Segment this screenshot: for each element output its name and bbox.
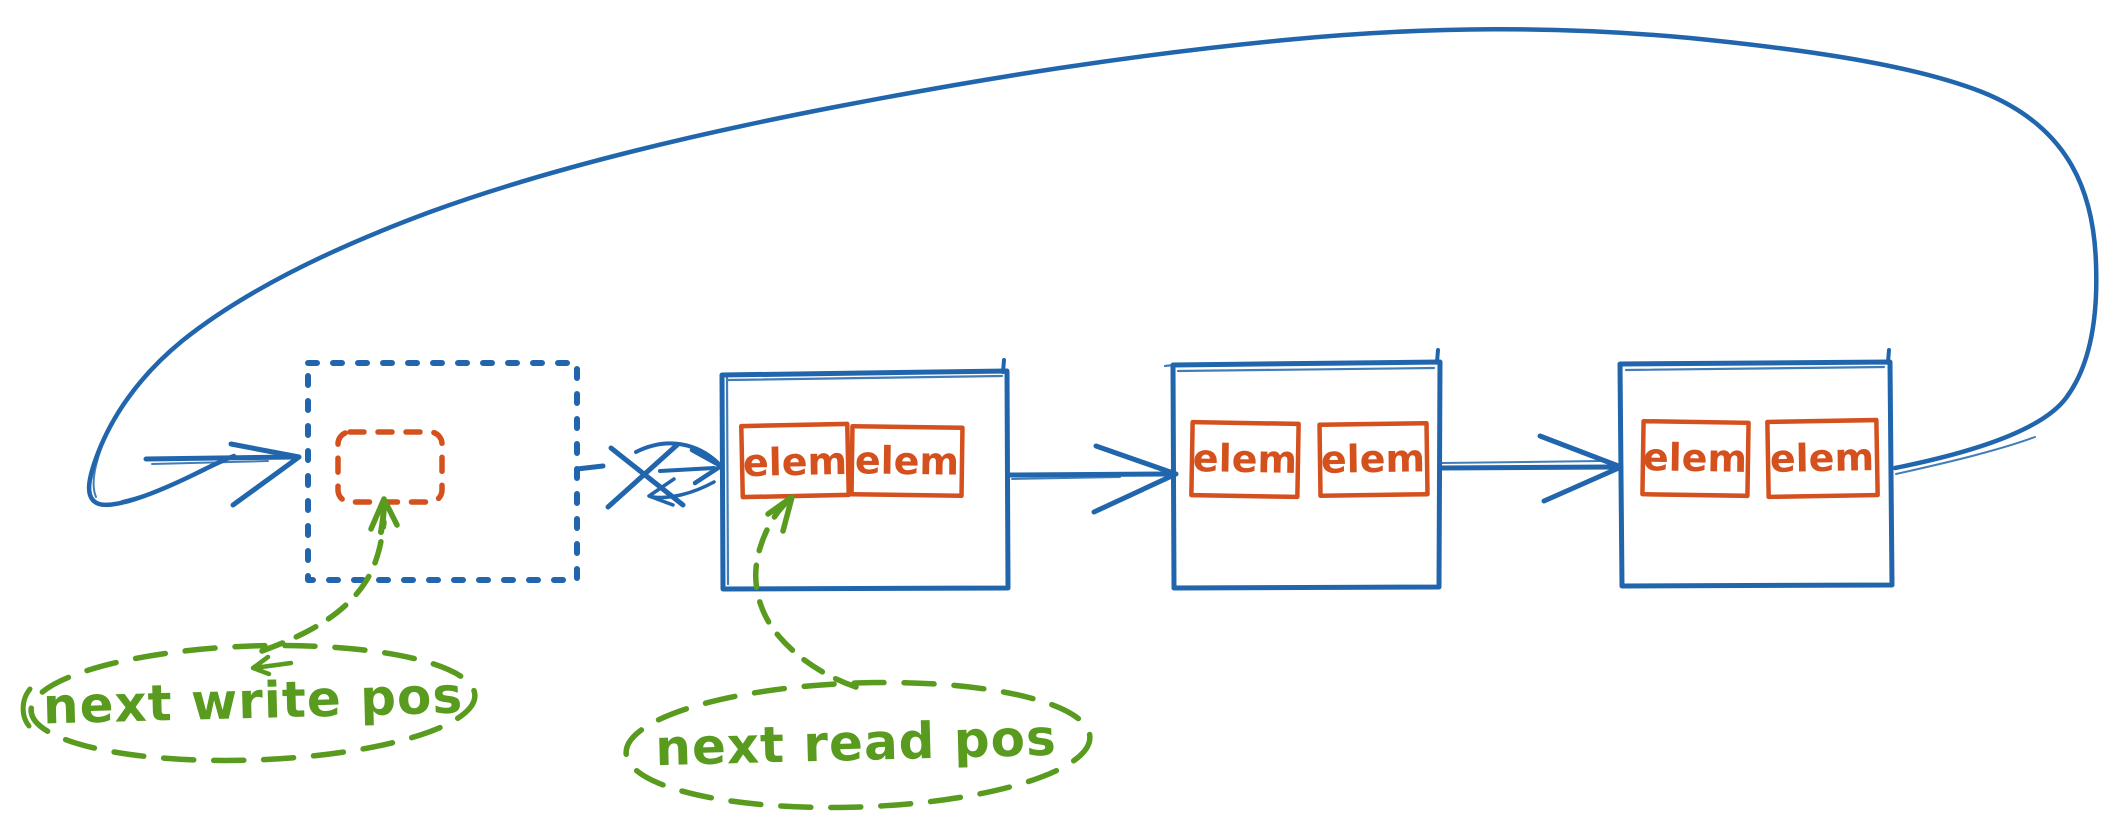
node-2: elem elem <box>1163 348 1443 591</box>
node-3-slot-1: elem <box>1640 418 1751 499</box>
dashed-link-dash <box>574 463 606 472</box>
link-curve-to-node1 <box>634 441 720 473</box>
node-2-border-second-pass <box>1163 362 1436 373</box>
node-2-corner-tick <box>1435 348 1440 364</box>
arrow-shaft <box>1437 464 1615 471</box>
node-1-border-second-pass <box>725 374 1004 586</box>
elem-box <box>739 421 851 500</box>
next-free-node <box>305 360 580 583</box>
elem-label: elem <box>855 438 960 483</box>
loop-arrow-shaft-second-pass <box>151 460 269 465</box>
node-1-border <box>719 368 1011 592</box>
write-pointer-tail-tick <box>250 654 294 677</box>
write-pointer-arrow-tail <box>259 519 387 654</box>
node-3-slot-2: elem <box>1765 417 1880 500</box>
next-write-pos-ellipse-paren <box>20 686 33 729</box>
loop-arrowhead <box>228 441 302 508</box>
next-read-pos-ellipse <box>623 679 1093 811</box>
next-read-pos-label: next read pos <box>655 709 1058 777</box>
elem-box <box>849 423 965 499</box>
elem-label: elem <box>743 439 848 485</box>
loop-curve <box>86 26 2099 508</box>
loop-arrow-shaft <box>143 454 297 462</box>
wraparound-loop-arrow <box>86 26 2099 508</box>
read-pointer-arrow-tail <box>752 498 859 690</box>
node-3: elem elem <box>1617 348 1895 589</box>
elem-box <box>1640 418 1751 499</box>
node-3-border-second-pass <box>1624 365 1886 372</box>
arrowhead <box>1091 443 1179 515</box>
arrow-shaft-second-pass <box>1011 476 1121 480</box>
link-back-arrowhead <box>647 477 676 507</box>
node-3-corner-tick <box>1886 348 1891 364</box>
elem-box <box>1189 419 1301 500</box>
elem-label: elem <box>1643 435 1748 481</box>
next-read-pos-annotation: next read pos <box>623 494 1093 811</box>
link-arrowhead-right <box>689 447 724 486</box>
loop-hook-second-pass <box>92 439 207 502</box>
arrowhead <box>1537 433 1624 504</box>
node-1-corner-tick <box>1001 358 1006 374</box>
elem-box <box>1765 417 1880 500</box>
elem-label: elem <box>1193 436 1298 482</box>
next-write-pos-ellipse <box>28 642 478 764</box>
read-pointer-arrowhead <box>765 494 795 534</box>
node-1-slot-1: elem <box>739 421 851 500</box>
empty-elem-slot <box>335 429 445 505</box>
loop-curve-second-pass <box>1895 436 2036 475</box>
write-pointer-arrowhead <box>368 496 400 532</box>
node-2-slot-1: elem <box>1189 419 1301 500</box>
node-3-border <box>1617 359 1895 589</box>
arrow-node1-to-node2 <box>1005 443 1179 515</box>
elem-label: elem <box>1770 435 1875 481</box>
elem-box <box>1317 420 1430 498</box>
link-back-curve <box>651 480 716 500</box>
node-2-border <box>1170 359 1443 591</box>
next-write-pos-label: next write pos <box>42 667 464 736</box>
arrow-shaft-second-pass <box>1441 460 1601 464</box>
node-1-slot-2: elem <box>849 423 965 499</box>
elem-label: elem <box>1321 436 1426 481</box>
arrow-node2-to-node3 <box>1437 433 1624 504</box>
node-1: elem elem <box>719 358 1011 592</box>
node-2-slot-2: elem <box>1317 420 1430 498</box>
arrow-shaft <box>1005 471 1171 478</box>
crossed-out-link <box>574 441 724 510</box>
next-write-pos-annotation: next write pos <box>20 496 478 764</box>
